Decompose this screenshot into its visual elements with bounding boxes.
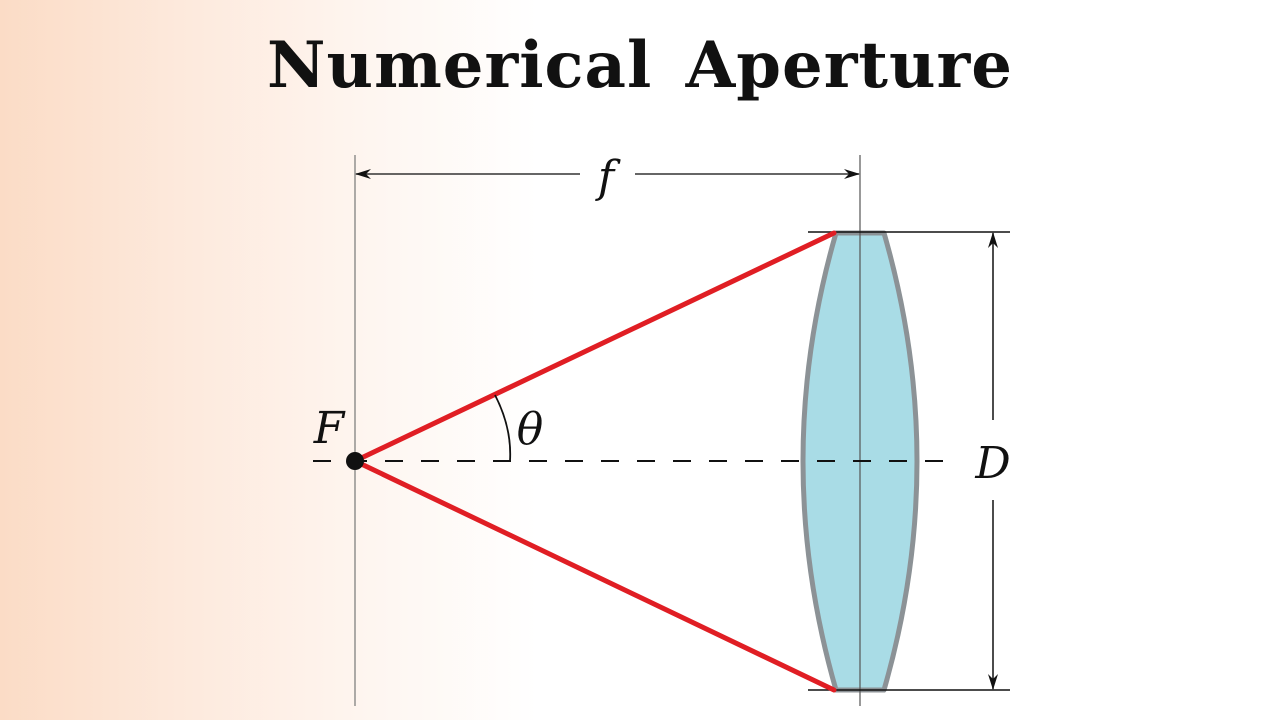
lower-marginal-ray	[352, 458, 837, 693]
angle-label: θ	[517, 404, 544, 455]
diameter-label: D	[974, 438, 1010, 489]
page-title: Numerical Aperture	[267, 28, 1013, 103]
focal-point-dot	[346, 452, 364, 470]
upper-marginal-ray	[352, 230, 837, 464]
focal-length-label: f	[595, 152, 621, 203]
angle-arc	[494, 394, 512, 462]
focal-point-label: F	[313, 403, 346, 454]
